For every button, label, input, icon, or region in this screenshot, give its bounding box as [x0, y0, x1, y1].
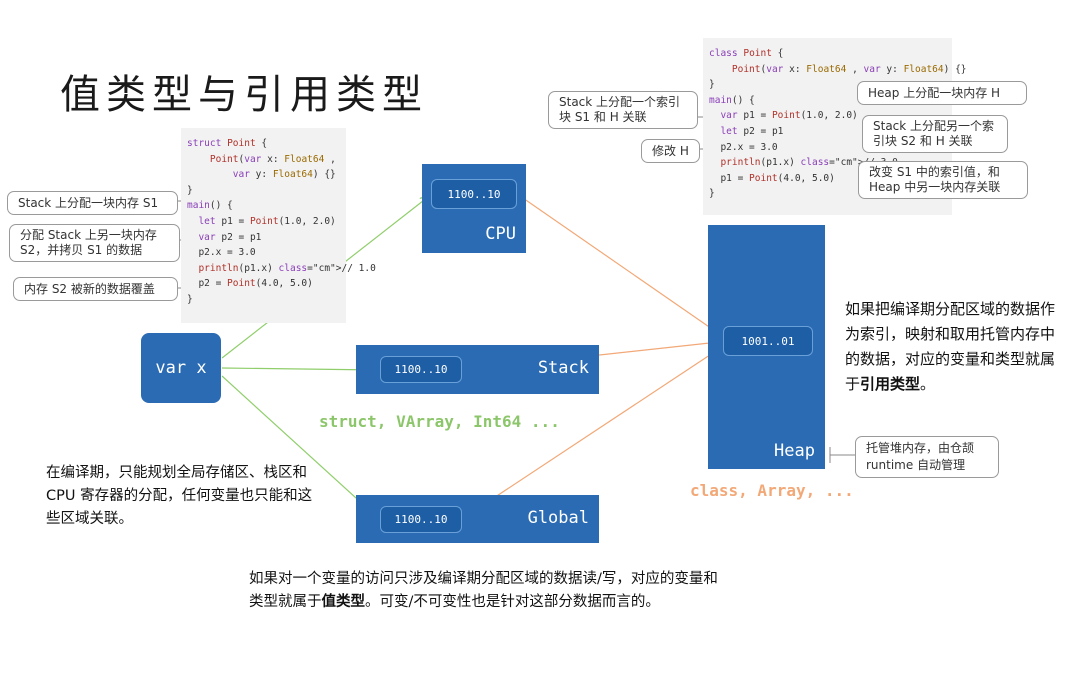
arrow-cpu-to-heap	[519, 195, 728, 340]
value-type-note-end: 。可变/不可变性也是针对这部分数据而言的。	[365, 594, 660, 610]
code-line: p2 = Point(4.0, 5.0)	[187, 278, 313, 290]
global-block: 1100..10 Global	[356, 495, 599, 543]
callout-heap-h: Heap 上分配一块内存 H	[857, 81, 1027, 105]
cpu-cell: 1100..10	[431, 179, 517, 209]
code-line: var y: Float64) {}	[232, 169, 336, 181]
callout-modify-h: 修改 H	[641, 139, 700, 163]
code-line: var p2 = p1	[198, 231, 262, 243]
callout-stack-s1: Stack 上分配一块内存 S1	[7, 191, 178, 215]
compile-time-note: 在编译期，只能规划全局存储区、栈区和 CPU 寄存器的分配，任何变量也只能和这些…	[46, 465, 313, 527]
code-line: let p1 = Point(1.0, 2.0)	[198, 215, 336, 227]
code-line: Point(var x: Float64 ,	[209, 153, 336, 165]
value-type-keyword: 值类型	[321, 594, 366, 610]
heap-cell: 1001..01	[723, 326, 813, 356]
code-line: p2.x = 3.0	[187, 247, 256, 259]
arrow-global-to-heap	[461, 343, 728, 520]
page-title: 值类型与引用类型	[60, 72, 428, 118]
code-line: struct Point {	[187, 138, 268, 149]
heap-block: 1001..01 Heap	[708, 225, 825, 469]
callout-change-s1: 改变 S1 中的索引值，和 Heap 中另一块内存关联	[858, 161, 1028, 199]
stack-label: Stack	[537, 358, 589, 378]
reference-type-note-text: 如果把编译期分配区域的数据作为索引，映射和取用托管内存中的数据，对应的变量和类型…	[845, 300, 1056, 393]
code-line: }	[709, 188, 715, 200]
code-line: Point(var x: Float64 , var y: Float64) {…	[731, 63, 967, 75]
global-cell: 1100..10	[380, 506, 462, 533]
code-line: p1 = Point(4.0, 5.0)	[709, 172, 835, 184]
callout-stack-index-s1: Stack 上分配一个索引块 S1 和 H 关联	[548, 91, 698, 129]
code-line: }	[187, 184, 193, 196]
code-line: class Point {	[709, 48, 784, 59]
global-label: Global	[527, 508, 589, 528]
stack-block: 1100..10 Stack	[356, 345, 599, 394]
code-line: println(p1.x) class="cm">// 1.0	[198, 262, 376, 274]
cpu-block: 1100..10 CPU	[422, 164, 526, 253]
stack-cell: 1100..10	[380, 356, 462, 383]
code-panel-struct: struct Point { Point(var x: Float64 , va…	[181, 128, 376, 323]
reference-type-examples: class, Array, ...	[690, 481, 854, 500]
heap-label: Heap	[774, 441, 815, 461]
arrow-varx-to-global	[221, 375, 378, 518]
value-type-note: 如果对一个变量的访问只涉及编译期分配区域的数据读/写，对应的变量和类型就属于值类…	[249, 568, 729, 614]
code-line: }	[709, 79, 715, 91]
callout-heap-managed: 托管堆内存，由仓颉 runtime 自动管理	[855, 436, 999, 478]
code-line: var p1 = Point(1.0, 2.0)	[720, 110, 858, 122]
value-type-note-text: 如果对一个变量的访问只涉及编译期分配区域的数据读/写，对应的变量和类型就属于	[249, 571, 718, 610]
arrow-varx-to-stack	[221, 368, 378, 370]
code-line: }	[187, 293, 193, 305]
code-line: p2.x = 3.0	[709, 141, 778, 153]
code-line: let p2 = p1	[720, 125, 784, 137]
var-x-block: var x	[141, 333, 221, 403]
code-line: main() {	[709, 94, 755, 106]
callout-stack-index-s2: Stack 上分配另一个索引块 S2 和 H 关联	[862, 115, 1008, 153]
code-line: main() {	[187, 200, 233, 212]
reference-type-note: 如果把编译期分配区域的数据作为索引，映射和取用托管内存中的数据，对应的变量和类型…	[845, 297, 1067, 397]
callout-s2-overwrite: 内存 S2 被新的数据覆盖	[13, 277, 178, 301]
value-type-examples: struct, VArray, Int64 ...	[319, 412, 560, 431]
callout-stack-s2-copy: 分配 Stack 上另一块内存 S2，并拷贝 S1 的数据	[9, 224, 180, 262]
reference-type-keyword: 引用类型	[860, 375, 921, 393]
reference-type-note-end: 。	[920, 375, 936, 393]
cpu-label: CPU	[485, 224, 516, 244]
